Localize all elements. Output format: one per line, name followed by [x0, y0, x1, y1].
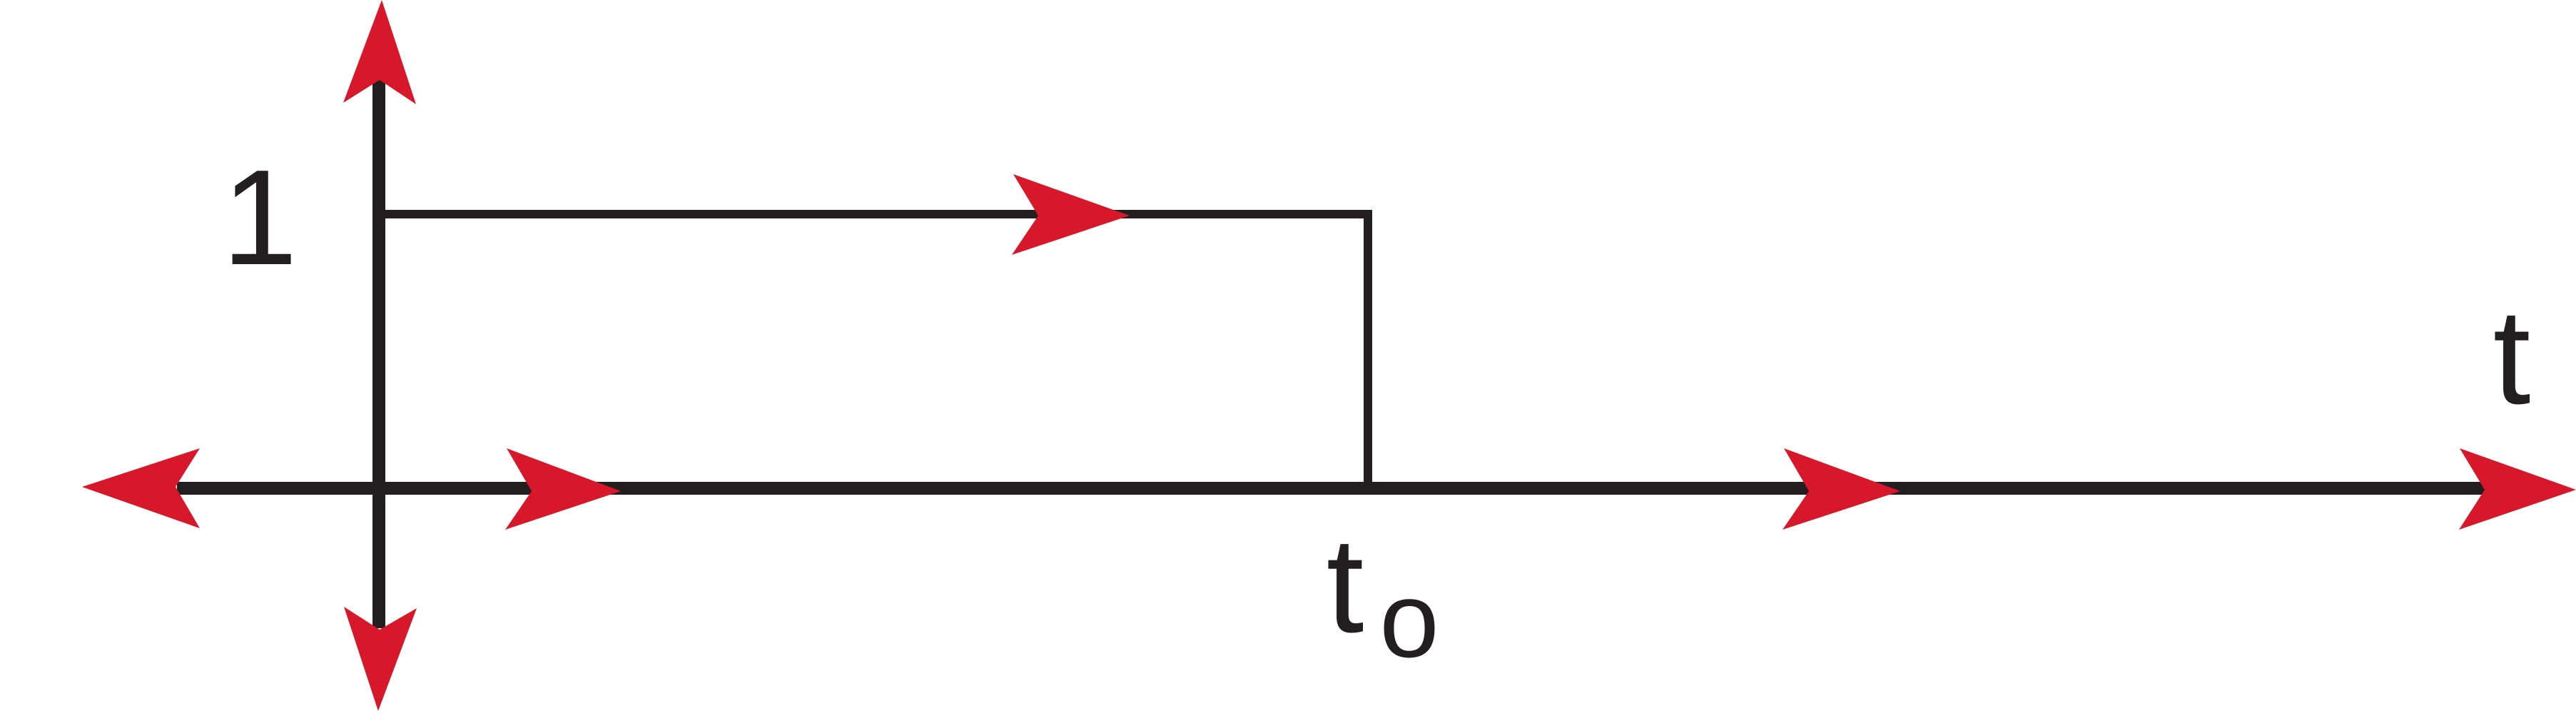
left-arrow-icon [82, 448, 200, 528]
y-value-label: 1 [222, 142, 298, 293]
right-arrow-icon [505, 448, 621, 530]
pulse-outline [385, 210, 1372, 488]
t0-subscript-label: o [1379, 560, 1439, 680]
t0-marker-label: t [1327, 510, 1364, 661]
up-arrow-icon [343, 0, 416, 104]
down-arrow-icon [344, 607, 417, 711]
right-arrow-icon [1783, 448, 1900, 530]
right-arrow-icon [1012, 174, 1130, 255]
time-axis-label: t [2493, 281, 2531, 433]
right-arrow-icon [2459, 448, 2576, 530]
